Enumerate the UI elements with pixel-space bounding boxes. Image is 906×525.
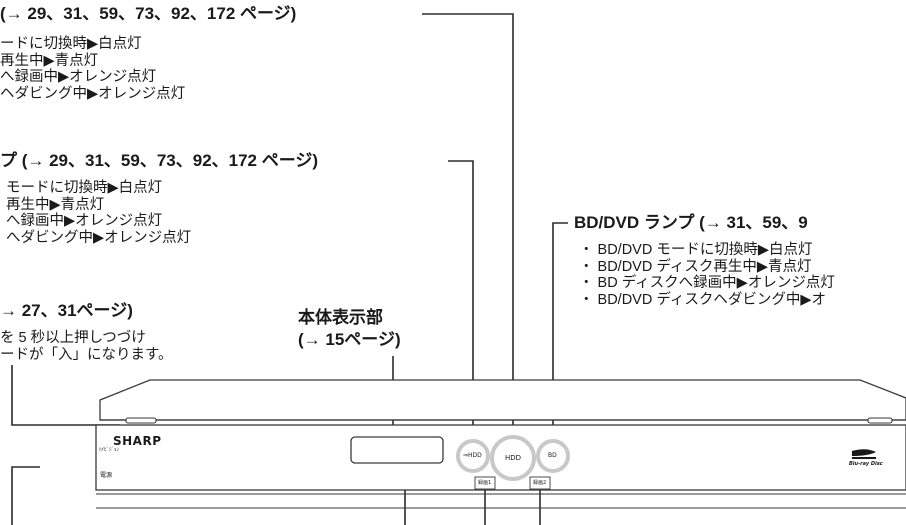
bd-lamp-heading: BD/DVD ランプ (→ 31、59、9 [574,213,808,232]
hdd-lamp-heading: (→ 29、31、59、73、92、172 ページ) [0,4,297,23]
usb-hdd-lamp-leader [448,160,474,447]
bd-button-ring [536,439,570,473]
usb-hdd-lamp-item: モードに切換時▶白点灯 [6,180,163,196]
hdd-lamp-list: ードに切換時▶白点灯 再生中▶青点灯 へ録画中▶オレンジ点灯 ヘダビング中▶オレ… [0,36,185,102]
hdd-button-ring [490,435,536,481]
bd-lamp-item: ・ BD/DVD モードに切換時▶白点灯 [579,242,813,258]
power-list: を 5 秒以上押しつづけ ードが「入」になります。 [0,330,173,363]
rec2-indicator [529,476,551,490]
power-leader [11,365,120,426]
bluray-logo-text: Blu-ray Disc [849,461,883,467]
usb-hdd-button-ring [456,439,490,473]
usb-hdd-lamp-list: モードに切換時▶白点灯 再生中▶青点灯 へ録画中▶オレンジ点灯 へダビング中▶オ… [6,180,191,246]
power-item: ードが「入」になります。 [0,346,173,363]
power-label: 電源 [100,472,113,479]
bd-button-label[interactable]: BD [548,452,557,459]
hdd-lamp-item: へ録画中▶オレンジ点灯 [0,69,157,86]
power-button[interactable] [125,417,157,424]
rec1-indicator [474,476,496,490]
bd-lamp-item: ・ BD/DVD ディスク再生中▶青点灯 [579,258,812,275]
bd-lamp-leader [552,222,568,447]
front-leader [11,466,40,525]
hdd-lamp-leader [422,13,514,450]
hdd-lamp-item: ードに切換時▶白点灯 [0,36,142,52]
usb-hdd-lamp-item: へ録画中▶オレンジ点灯 [6,213,163,230]
chassis-top [99,379,906,421]
hdd-lamp-item: ヘダビング中▶オレンジ点灯 [0,85,186,102]
eject-button[interactable] [867,417,893,424]
display-page-ref: (→ 15ページ) [298,330,401,349]
bluray-logo-icon [852,449,876,456]
bd-lamp-list: ・ BD/DVD モードに切換時▶白点灯 ・ BD/DVD ディスク再生中▶青点… [579,242,835,308]
hdd-lamp-item: 再生中▶青点灯 [0,52,99,69]
rec1-label: 録画1 [478,480,492,486]
bluray-logo-bar [852,457,876,459]
brand-logo: SHARP [113,434,162,448]
usb-hdd-lamp-item: へダビング中▶オレンジ点灯 [6,229,192,246]
usb-hdd-button-label[interactable]: ⇒HDD [463,452,482,459]
display-window [350,436,444,464]
usb-hdd-lamp-item: 再生中▶青点灯 [6,196,105,213]
rec2-label: 録画2 [533,480,547,486]
hd-label: ﾊｲﾋﾞｼﾞｮﾝ [99,447,120,453]
hdd-button-label[interactable]: HDD [505,454,522,462]
usb-hdd-lamp-heading: プ (→ 29、31、59、73、92、172 ページ) [0,151,319,170]
power-heading: → 27、31ページ) [0,301,133,320]
power-item: を 5 秒以上押しつづけ [0,330,146,346]
bd-lamp-item: ・ BD/DVD ディスクヘダビング中▶オ [579,291,826,308]
bd-lamp-item: ・ BD ディスクへ録画中▶オレンジ点灯 [579,275,835,292]
display-heading: 本体表示部 [298,308,383,327]
